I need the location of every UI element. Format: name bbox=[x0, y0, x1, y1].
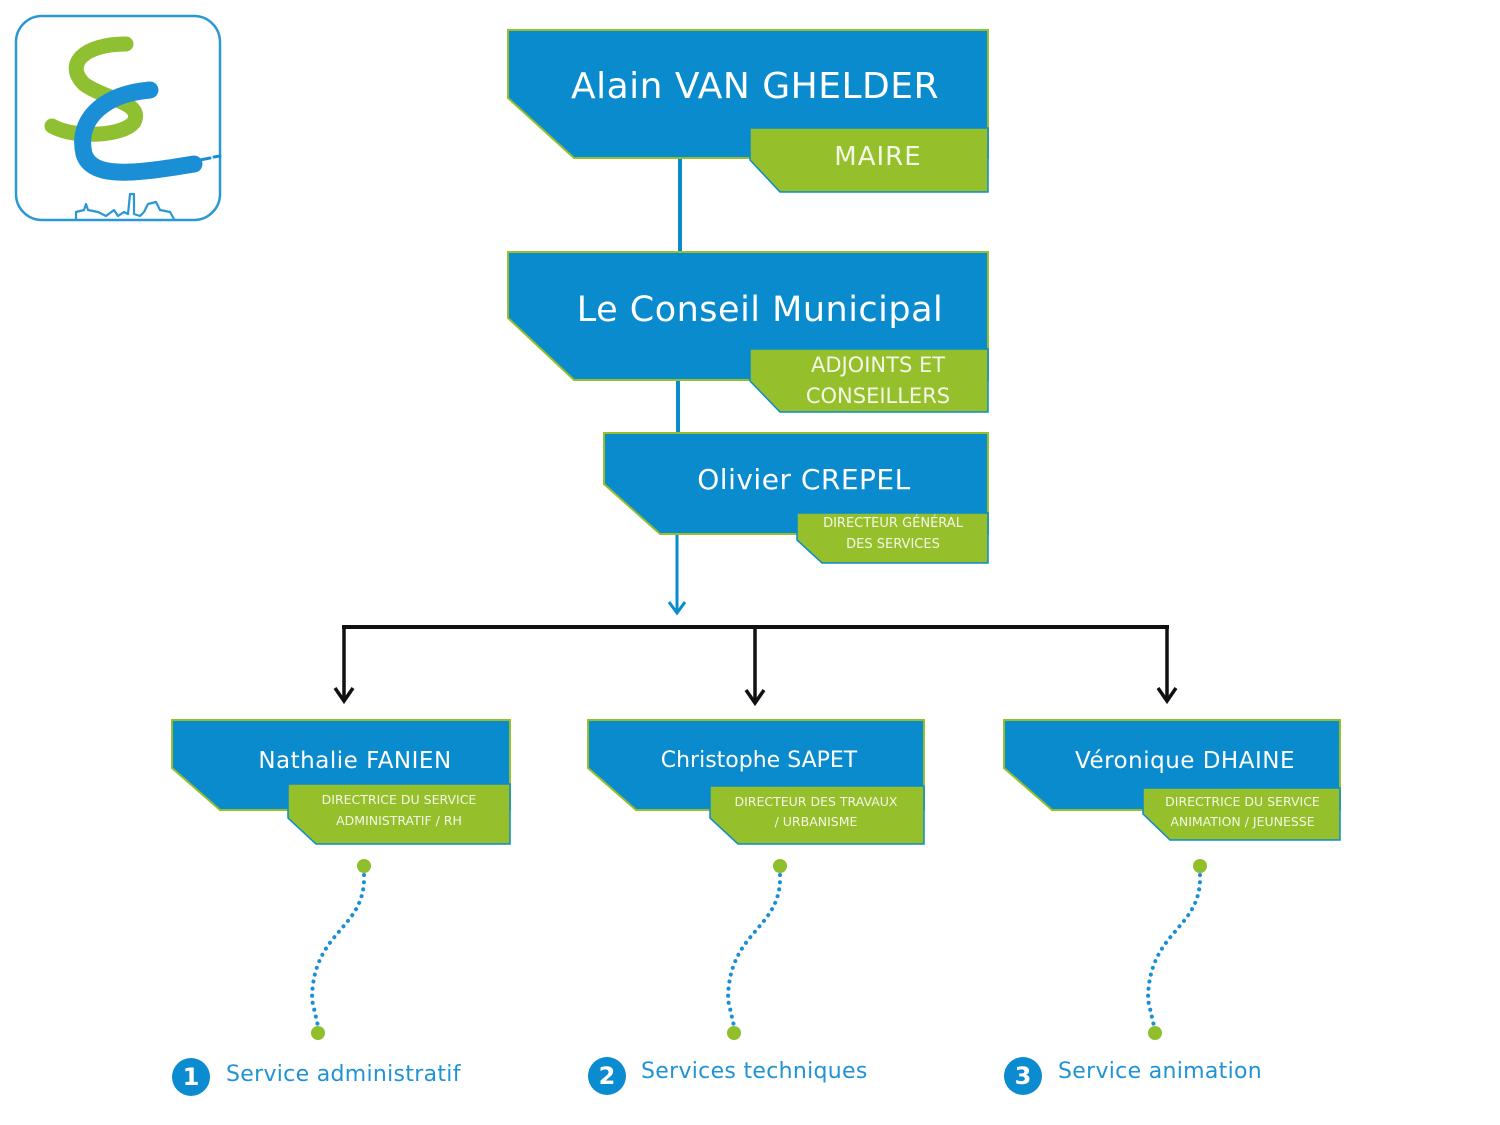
node-maire bbox=[507, 29, 989, 193]
dotted-connector-2 bbox=[725, 859, 787, 1040]
conseil-role-line2: CONSEILLERS bbox=[805, 384, 951, 408]
logo-c-stroke bbox=[74, 81, 203, 181]
dotted-connector-3 bbox=[1145, 859, 1207, 1040]
director-3-role-line2: ANIMATION / JEUNESSE bbox=[1170, 814, 1315, 829]
director-2-role-line1: DIRECTEUR DES TRAVAUX bbox=[734, 794, 898, 809]
dot-top-3 bbox=[1193, 859, 1207, 873]
service-1-number-badge: 1 bbox=[172, 1058, 210, 1096]
director-3-role-line1: DIRECTRICE DU SERVICE bbox=[1165, 794, 1320, 809]
arrow-head-center bbox=[744, 689, 766, 707]
dot-bottom-2 bbox=[727, 1026, 741, 1040]
dgs-role-line2: DES SERVICES bbox=[846, 537, 940, 552]
director-3-name: Véronique DHAINE bbox=[1075, 748, 1295, 774]
director-2-role-line2: / URBANISME bbox=[774, 814, 858, 829]
node-dgs bbox=[603, 432, 989, 564]
maire-name: Alain VAN GHELDER bbox=[570, 66, 940, 107]
node-director-3 bbox=[1003, 719, 1341, 841]
service-1-label: Service administratif bbox=[226, 1062, 461, 1087]
dgs-role-line1: DIRECTEUR GÉNÉRAL bbox=[823, 516, 963, 531]
dot-bottom-1 bbox=[311, 1026, 325, 1040]
arrow-head-dgs bbox=[667, 601, 687, 616]
director-2-name: Christophe SAPET bbox=[660, 748, 858, 773]
dot-bottom-3 bbox=[1148, 1026, 1162, 1040]
dot-top-2 bbox=[773, 859, 787, 873]
node-director-1 bbox=[171, 719, 511, 845]
maire-role: MAIRE bbox=[834, 142, 922, 172]
conseil-role-line1: ADJOINTS ET bbox=[810, 353, 946, 377]
dotted-connector-1 bbox=[309, 859, 371, 1040]
director-1-role-line1: DIRECTRICE DU SERVICE bbox=[321, 792, 477, 807]
service-3-label: Service animation bbox=[1058, 1059, 1262, 1084]
service-2-number-badge: 2 bbox=[588, 1057, 626, 1095]
dot-top-1 bbox=[357, 859, 371, 873]
dgs-name: Olivier CREPEL bbox=[697, 463, 911, 496]
city-logo bbox=[14, 14, 222, 222]
service-3-number-badge: 3 bbox=[1004, 1057, 1042, 1095]
arrow-head-right bbox=[1156, 687, 1178, 705]
arrow-head-left bbox=[333, 687, 355, 705]
node-director-2 bbox=[587, 719, 925, 845]
director-1-role-line2: ADMINISTRATIF / RH bbox=[336, 813, 462, 828]
node-conseil bbox=[507, 251, 989, 413]
director-1-name: Nathalie FANIEN bbox=[258, 748, 452, 774]
conseil-name: Le Conseil Municipal bbox=[576, 290, 944, 330]
logo-skyline bbox=[74, 192, 175, 220]
service-2-label: Services techniques bbox=[641, 1059, 868, 1084]
